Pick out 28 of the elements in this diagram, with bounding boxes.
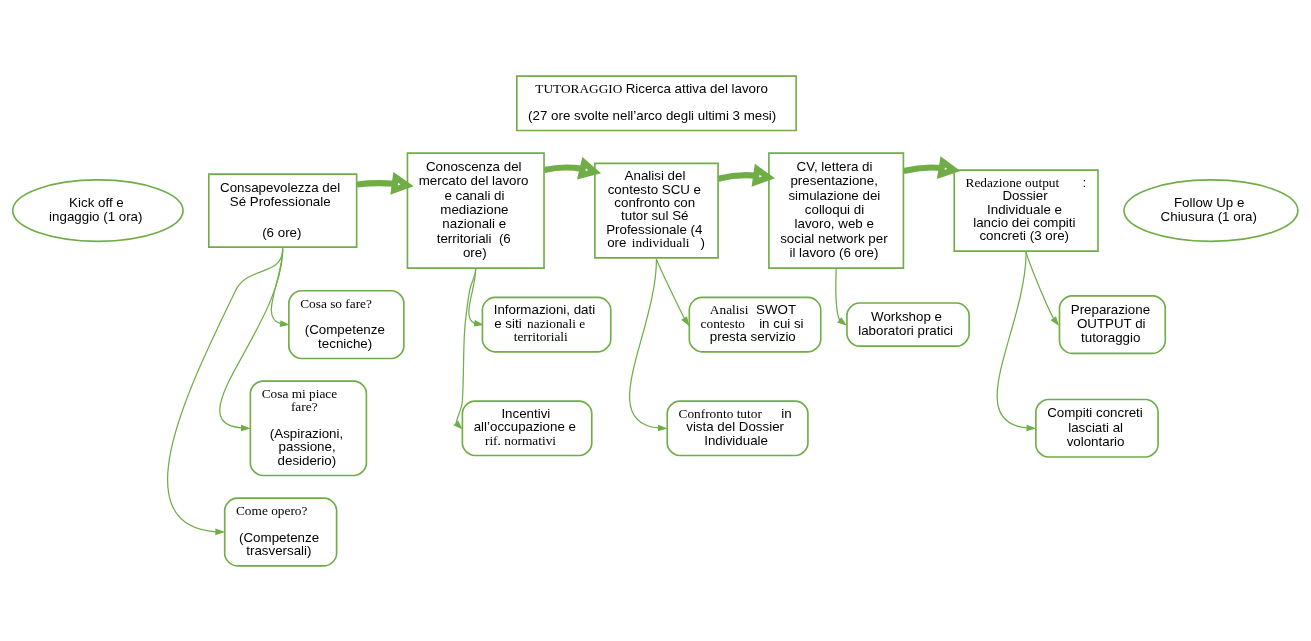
arrow bbox=[655, 257, 690, 326]
arrow bbox=[167, 247, 284, 535]
node-box: CV, lettera di presentazione, simulazione dei colloqui di lavoro, web e social network per il lavoro (6 ore) bbox=[768, 151, 905, 269]
node-ellipse: Follow Up e Chiusura (1 ora) bbox=[1123, 178, 1299, 242]
arrow bbox=[543, 156, 602, 179]
node-box: Confronto tutor in vista del Dossier Individuale bbox=[666, 399, 809, 456]
node-box: Cosa so fare? (Competenze tecniche) bbox=[288, 289, 405, 359]
arrow bbox=[717, 163, 775, 187]
arrow bbox=[902, 155, 961, 179]
node-box: Workshop e laboratori pratici bbox=[846, 301, 970, 347]
arrow bbox=[996, 250, 1037, 431]
node-box: Preparazione OUTPUT di tutoraggio bbox=[1058, 294, 1167, 354]
node-box: Redazione output: Dossier Individuale e lancio dei compiti concreti (3 ore) bbox=[953, 168, 1099, 252]
node-box: Consapevolezza del Sé Professionale (6 ore) bbox=[207, 172, 358, 248]
node-box: Informazioni, dati e siti nazionali e territoriali bbox=[481, 296, 612, 353]
node-box: Incentivi all’occupazione e rif. normativi bbox=[461, 399, 593, 456]
node-box: Come opero? (Competenze trasversali) bbox=[223, 496, 338, 567]
node-box: Conoscenza del mercato del lavoro e canali di mediazione nazionali e territoriali (6 ore) bbox=[406, 151, 545, 269]
node-box: Analisi SWOT contesto in cui si presta servizio bbox=[688, 296, 822, 353]
node-box: TUTORAGGIO Ricerca attiva del lavoro (27 ore svolte nell’arco degli ultimi 3 mesi) bbox=[516, 74, 797, 131]
arrow bbox=[356, 171, 414, 195]
node-ellipse: Kick off e ingaggio (1 ora) bbox=[11, 178, 184, 242]
arrow bbox=[629, 257, 668, 431]
node-box: Analisi del contesto SCU e confronto con tutor sul Sé Professionale (4 ore individuali) bbox=[594, 162, 719, 259]
node-box: Compiti concreti lasciati al volontario bbox=[1035, 398, 1159, 458]
arrow bbox=[835, 267, 847, 326]
node-box: Cosa mi piace fare? (Aspirazioni, passione, desiderio) bbox=[249, 379, 368, 476]
arrow bbox=[453, 267, 477, 430]
